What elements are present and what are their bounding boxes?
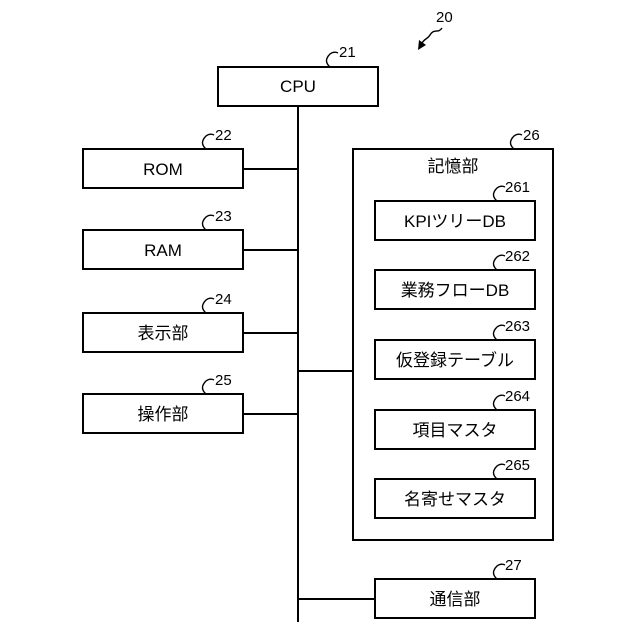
cpu-label: CPU (280, 77, 316, 96)
storage-item-label: 仮登録テーブル (396, 350, 514, 370)
storage-item-label: KPIツリーDB (404, 212, 506, 231)
communication-block: 通信部 27 (375, 557, 535, 618)
operation-ref-number: 25 (215, 372, 232, 389)
ram-block: RAM 23 (83, 208, 243, 269)
ram-label: RAM (144, 241, 182, 260)
operation-label: 操作部 (138, 405, 189, 424)
display-block: 表示部 24 (83, 291, 243, 352)
communication-ref-number: 27 (505, 557, 522, 574)
display-leader-line (203, 298, 215, 313)
storage-item-ref-number: 265 (505, 457, 530, 474)
figure-ref-number: 20 (436, 9, 453, 26)
display-label: 表示部 (138, 324, 189, 343)
figure-reference: 20 (418, 9, 453, 50)
storage-item-label: 項目マスタ (413, 421, 498, 440)
rom-leader-line (203, 134, 215, 149)
rom-ref-number: 22 (215, 127, 232, 144)
ram-ref-number: 23 (215, 208, 232, 225)
ram-leader-line (203, 215, 215, 230)
operation-block: 操作部 25 (83, 372, 243, 433)
communication-leader-line (494, 564, 506, 579)
storage-item-ref-number: 264 (505, 388, 530, 405)
storage-item-ref-number: 263 (505, 318, 530, 335)
storage-item-label: 名寄せマスタ (404, 490, 506, 509)
storage-item-label: 業務フローDB (401, 281, 510, 300)
storage-leader-line (511, 134, 523, 149)
figure-ref-arrow-line (421, 28, 442, 45)
rom-block: ROM 22 (83, 127, 243, 188)
storage-item-ref-number: 261 (505, 179, 530, 196)
operation-leader-line (203, 379, 215, 394)
storage-label: 記憶部 (428, 157, 479, 176)
cpu-ref-number: 21 (339, 44, 356, 61)
figure-ref-arrow-head (418, 40, 426, 50)
display-ref-number: 24 (215, 291, 232, 308)
cpu-block: CPU 21 (218, 44, 378, 106)
communication-label: 通信部 (430, 590, 481, 609)
cpu-leader-line (327, 52, 339, 67)
storage-ref-number: 26 (523, 127, 540, 144)
rom-label: ROM (143, 160, 183, 179)
storage-item-ref-number: 262 (505, 248, 530, 265)
